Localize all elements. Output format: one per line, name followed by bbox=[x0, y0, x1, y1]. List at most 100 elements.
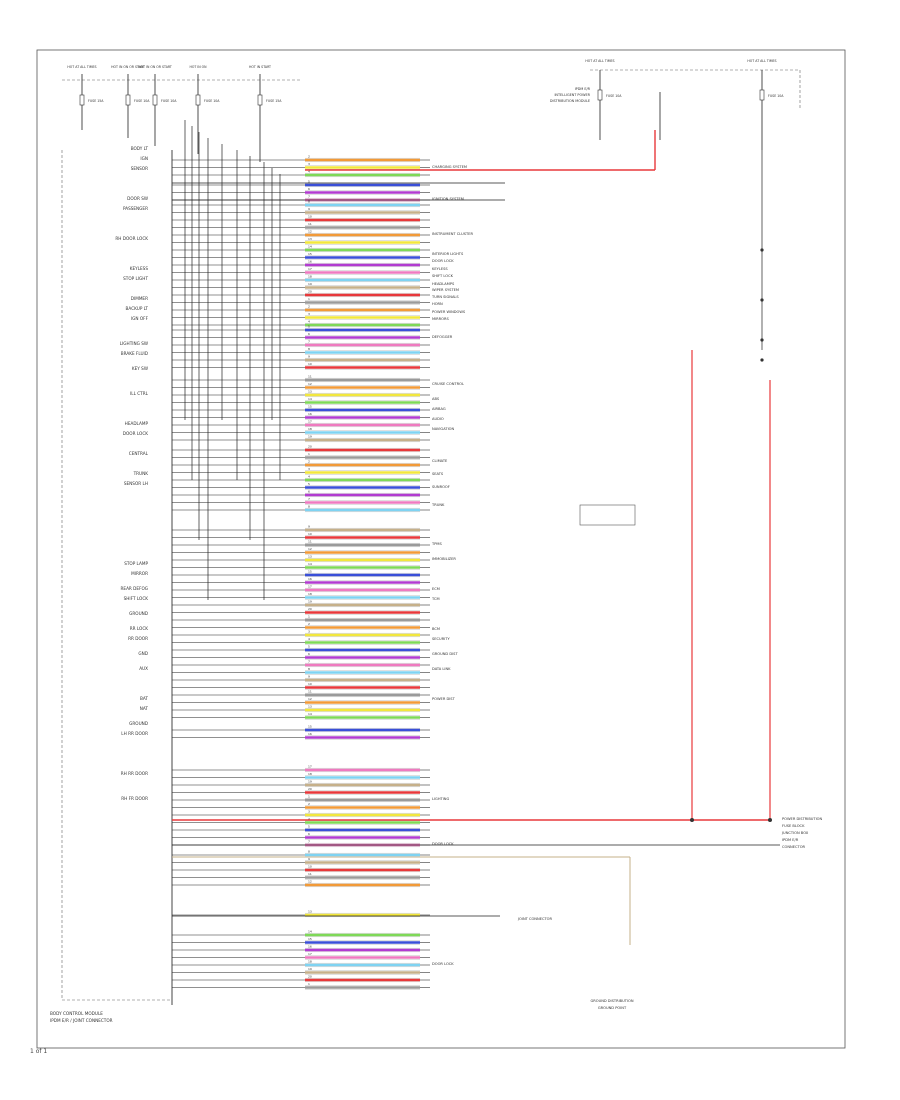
pin-number: 2 bbox=[308, 305, 310, 309]
system-label: INSTRUMENT CLUSTER bbox=[432, 232, 473, 236]
right-note: IPDM E/R bbox=[782, 838, 799, 842]
pin-label: HEADLAMP bbox=[125, 421, 149, 426]
pin-number: 9 bbox=[308, 355, 310, 359]
splice-dot bbox=[760, 358, 764, 362]
system-label: TRUNK bbox=[431, 503, 445, 507]
system-label: SHIFT LOCK bbox=[432, 274, 454, 278]
pin-label: STOP LIGHT bbox=[123, 276, 148, 281]
system-label: CHARGING SYSTEM bbox=[432, 165, 467, 169]
pin-number: 11 bbox=[308, 222, 312, 226]
system-label: KEYLESS bbox=[432, 267, 448, 271]
pin-number: 4 bbox=[308, 817, 310, 821]
pin-number: 3 bbox=[308, 467, 310, 471]
pin-number: 14 bbox=[308, 712, 312, 716]
pin-number: 3 bbox=[308, 312, 310, 316]
pin-label: KEYLESS bbox=[130, 266, 149, 271]
pin-label: GND bbox=[138, 651, 148, 656]
system-label: NAVIGATION bbox=[432, 427, 454, 431]
pin-label: GROUND bbox=[129, 721, 148, 726]
pin-number: 5 bbox=[308, 482, 310, 486]
system-label: DATA LINK bbox=[432, 667, 451, 671]
pin-number: 13 bbox=[308, 555, 312, 559]
fuse-label: HOT AT ALL TIMES bbox=[585, 59, 614, 63]
fuse-id: FUSE 10A bbox=[606, 94, 622, 98]
pin-number: 10 bbox=[308, 532, 312, 536]
switch-component bbox=[579, 504, 636, 526]
system-label: IGNITION SYSTEM bbox=[432, 197, 464, 201]
pin-number: 16 bbox=[308, 577, 312, 581]
pin-number: 2 bbox=[308, 155, 310, 159]
system-label: DOOR LOCK bbox=[432, 259, 454, 263]
pin-number: 12 bbox=[308, 547, 312, 551]
pin-number: 15 bbox=[308, 405, 312, 409]
pin-label: DIMMER bbox=[131, 296, 148, 301]
system-label: SECURITY bbox=[432, 637, 450, 641]
pin-number: 20 bbox=[308, 445, 312, 449]
system-label: DOOR LOCK bbox=[432, 842, 454, 846]
pin-number: 13 bbox=[308, 237, 312, 241]
system-label: TPMS bbox=[431, 542, 442, 546]
right-note: FUSE BLOCK bbox=[782, 824, 805, 828]
pin-number: 15 bbox=[308, 937, 312, 941]
pin-number: 1 bbox=[308, 297, 310, 301]
pin-label: BODY LT bbox=[131, 146, 149, 151]
pin-number: 2 bbox=[308, 802, 310, 806]
pin-number: 12 bbox=[308, 382, 312, 386]
pin-number: 18 bbox=[308, 772, 312, 776]
pin-label: CENTRAL bbox=[129, 451, 149, 456]
pin-label: MIRROR bbox=[131, 571, 148, 576]
pin-number: 7 bbox=[308, 497, 310, 501]
pin-number: 9 bbox=[308, 857, 310, 861]
pin-number: 6 bbox=[308, 490, 310, 494]
pin-label: RR DOOR bbox=[128, 636, 148, 641]
pin-label: SENSOR LH bbox=[124, 481, 148, 486]
fuse-symbol bbox=[125, 94, 131, 106]
system-label: POWER DIST bbox=[432, 697, 456, 701]
pin-number: 11 bbox=[308, 540, 312, 544]
system-label: AUDIO bbox=[432, 417, 444, 421]
pin-number: 6 bbox=[308, 832, 310, 836]
pin-number: 10 bbox=[308, 865, 312, 869]
pin-number: 16 bbox=[308, 412, 312, 416]
pin-number: 10 bbox=[308, 215, 312, 219]
pin-number: 16 bbox=[308, 260, 312, 264]
fuse-id: FUSE 15A bbox=[88, 99, 104, 103]
pin-number: 11 bbox=[308, 375, 312, 379]
pin-number: 4 bbox=[308, 475, 310, 479]
pin-number: 1 bbox=[308, 452, 310, 456]
pin-number: 4 bbox=[308, 170, 310, 174]
pin-number: 18 bbox=[308, 427, 312, 431]
pin-number: 5 bbox=[308, 325, 310, 329]
pin-number: 12 bbox=[308, 880, 312, 884]
pin-number: 3 bbox=[308, 630, 310, 634]
system-label: WIPER SYSTEM bbox=[432, 288, 459, 292]
pin-number: 17 bbox=[308, 420, 312, 424]
pin-number: 9 bbox=[308, 525, 310, 529]
page-number: 1 of 1 bbox=[30, 1048, 48, 1055]
pin-number: 15 bbox=[308, 252, 312, 256]
pin-number: 19 bbox=[308, 435, 312, 439]
pin-label: BRAKE FLUID bbox=[121, 351, 148, 356]
pin-number: 20 bbox=[308, 975, 312, 979]
pin-number: 5 bbox=[308, 180, 310, 184]
pin-number: 15 bbox=[308, 570, 312, 574]
pin-label: DOOR SW bbox=[127, 196, 148, 201]
module-subtitle: IPDM E/R / JOINT CONNECTOR bbox=[50, 1018, 113, 1023]
pin-label: RH FR DOOR bbox=[121, 796, 148, 801]
pin-number: 9 bbox=[308, 675, 310, 679]
pin-number: 14 bbox=[308, 245, 312, 249]
pin-number: 14 bbox=[308, 397, 312, 401]
pin-number: 13 bbox=[308, 390, 312, 394]
system-label: DOOR LOCK bbox=[432, 962, 454, 966]
pin-label: SHIFT LOCK bbox=[124, 596, 149, 601]
pin-number: 8 bbox=[308, 200, 310, 204]
pin-number: 20 bbox=[308, 290, 312, 294]
system-label: ECM bbox=[432, 587, 440, 591]
pin-number: 12 bbox=[308, 697, 312, 701]
pin-number: 8 bbox=[308, 347, 310, 351]
fuse-label: HOT AT ALL TIMES bbox=[747, 59, 776, 63]
pin-number: 20 bbox=[308, 607, 312, 611]
system-label: IMMOBILIZER bbox=[432, 557, 456, 561]
pin-number: 4 bbox=[308, 637, 310, 641]
splice-dot bbox=[760, 338, 764, 342]
